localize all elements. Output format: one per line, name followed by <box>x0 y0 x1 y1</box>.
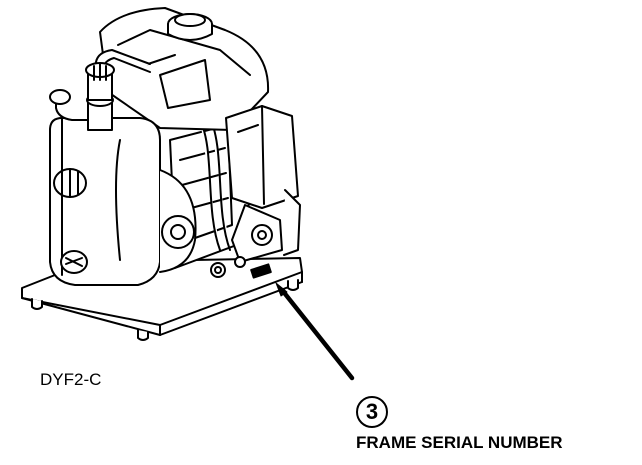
frame-serial-number-label: FRAME SERIAL NUMBER <box>356 433 563 452</box>
callout-number-badge: 3 <box>356 396 388 428</box>
inlet-pipe <box>49 62 115 131</box>
serial-number-plate <box>250 263 272 279</box>
fuel-cap <box>167 13 213 41</box>
leader-arrow <box>275 282 355 381</box>
model-label: DYF2-C <box>40 370 102 389</box>
base-bolts <box>210 256 246 278</box>
air-cleaner <box>225 105 301 263</box>
drain-plug <box>60 250 88 274</box>
fuel-tank <box>99 7 270 131</box>
pump-housing <box>49 117 197 286</box>
priming-plug <box>53 168 87 198</box>
